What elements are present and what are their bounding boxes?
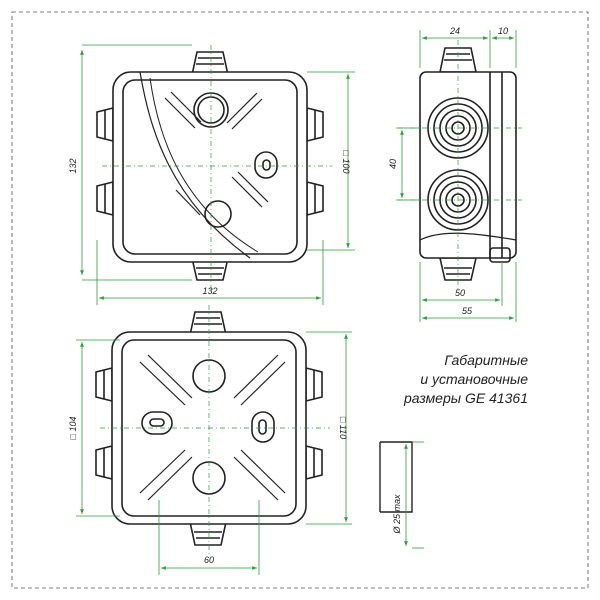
entry-detail (379, 441, 413, 513)
entry-detail-dimensions (404, 441, 424, 549)
caption-line-2: и установочные (420, 371, 528, 387)
top-view-box (96, 51, 324, 281)
bottom-view-dimensions (76, 331, 352, 575)
dim-side-depth: 24 (449, 26, 460, 36)
dim-top-height: 132 (68, 158, 78, 173)
drawing-frame (11, 11, 589, 589)
dim-top-square: □ 100 (341, 151, 351, 174)
dim-top-width: 132 (202, 286, 217, 296)
dim-side-pitch: 40 (388, 159, 398, 169)
dim-bottom-spacing: 60 (204, 555, 214, 565)
dim-bottom-square-left: □ 104 (68, 417, 78, 440)
caption-line-1: Габаритные (444, 352, 528, 368)
dim-entry-diameter: Ø 25 max (392, 494, 402, 535)
bottom-view-centre-lines (100, 305, 330, 555)
top-view-dimensions (80, 44, 355, 305)
dim-side-outer-width: 55 (462, 306, 473, 316)
caption-line-3: размеры GE 41361 (403, 390, 528, 406)
side-view-dimensions (396, 30, 517, 322)
dim-bottom-square-right: □ 110 (338, 417, 348, 439)
dim-side-inner-width: 50 (455, 288, 465, 298)
side-view-box (419, 47, 517, 281)
dim-side-lid: 10 (498, 26, 508, 36)
top-view-centre-lines (102, 45, 332, 290)
